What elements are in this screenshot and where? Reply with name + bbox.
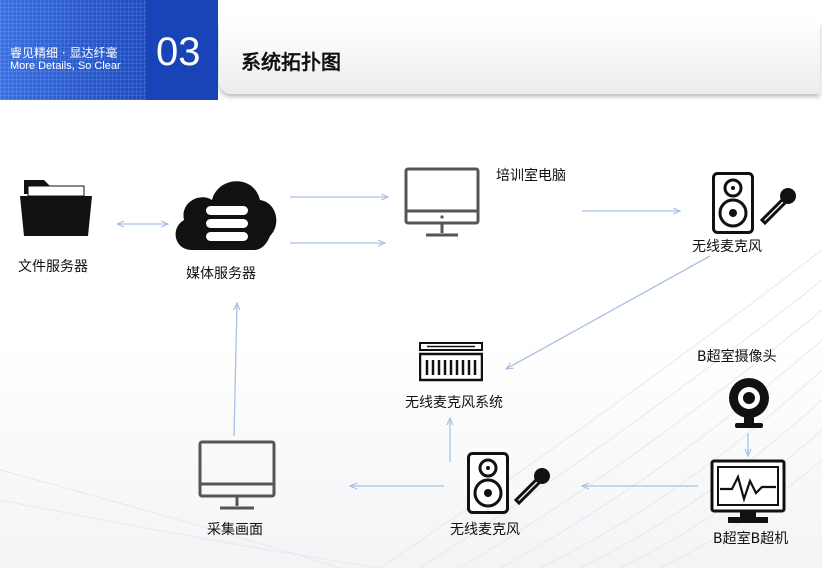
b-ultrasound-label: B超室B超机 [713,531,789,547]
section-number: 03 [156,30,201,74]
wireless-mic-bottom-label: 无线麦克风 [450,522,520,538]
page-title: 系统拓扑图 [241,50,341,74]
microphone-icon [758,186,798,226]
ultrasound-monitor-icon [710,459,786,525]
speaker-icon [712,172,754,234]
arrow-capture-media [234,303,237,437]
media-server-label: 媒体服务器 [186,266,256,282]
title-box: 系统拓扑图 [219,22,820,94]
tagline-chinese: 睿见精细 · 显达纤毫 [10,46,118,60]
microphone-icon [512,466,552,506]
b-camera-label: B超室摄像头 [697,349,777,365]
wireless-mic-system-label: 无线麦克风系统 [405,395,503,411]
folder-icon [18,174,94,238]
webcam-icon [727,376,771,430]
arrow-mic-system [506,255,711,369]
cloud-server-icon [170,170,280,252]
tagline-english: More Details, So Clear [10,60,121,72]
header-number-panel [146,0,218,100]
rack-device-icon [419,342,483,382]
monitor-icon [198,440,276,512]
file-server-label: 文件服务器 [18,259,88,275]
capture-screen-label: 采集画面 [207,522,263,538]
monitor-icon [404,167,480,239]
training-pc-label: 培训室电脑 [496,168,566,184]
wireless-mic-top-label: 无线麦克风 [692,239,762,255]
speaker-icon [467,452,509,514]
